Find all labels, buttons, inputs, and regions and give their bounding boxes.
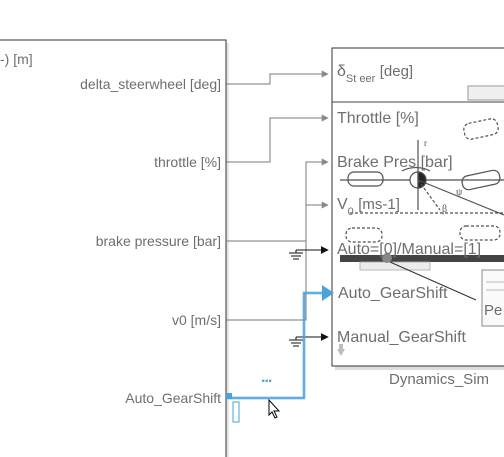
left-subsystem-block[interactable] — [0, 39, 229, 457]
steer-unit: [deg] — [379, 63, 414, 80]
port-label-v0: v0 [m/s] — [171, 312, 221, 328]
steer-subscript: St eer — [345, 73, 376, 85]
expand-arrow-icon[interactable] — [337, 349, 345, 356]
port-label-brake-pressure: brake pressure [bar] — [95, 233, 221, 249]
selected-signal-line[interactable] — [226, 285, 334, 400]
svg-text:ψ: ψ — [456, 187, 463, 198]
input-label-throttle: Throttle [%] — [337, 110, 419, 127]
right-subsystem-block[interactable]: r β ψ — [331, 47, 504, 370]
selection-ellipsis[interactable]: ... — [261, 369, 272, 386]
thumbnail-label: Pe — [484, 302, 503, 319]
input-label-auto-manual: Auto=[0]/Manual=[1] — [337, 241, 482, 258]
port-marker — [226, 393, 232, 399]
thumbnail-subsystem — [481, 269, 504, 327]
input-label-manual-gearshift: Manual_GearShift — [337, 329, 466, 346]
v0-unit: [ms-1] — [358, 196, 400, 213]
block-name-label[interactable]: Dynamics_Sim — [389, 371, 490, 388]
header-fragment: -) [m] — [0, 51, 33, 67]
input-label-steer: δSt eer [deg] — [337, 63, 414, 86]
mouse-cursor-icon — [268, 398, 281, 419]
svg-text:r: r — [424, 138, 427, 148]
port-label-auto-gearshift: Auto_GearShift — [125, 390, 221, 406]
port-label-delta-steerwheel: delta_steerwheel [deg] — [80, 76, 221, 92]
input-label-v0: V0 [ms-1] — [337, 196, 400, 219]
v0-subscript: 0 — [347, 206, 354, 218]
signal-lines[interactable] — [226, 70, 329, 321]
vehicle-diagram-icon: r β ψ — [340, 85, 504, 243]
steer-symbol: δ — [337, 63, 346, 80]
port-selection-handle[interactable] — [232, 401, 240, 423]
port-label-throttle: throttle [%] — [154, 154, 221, 170]
v0-symbol: V — [337, 196, 348, 213]
input-label-brake: Brake Pres [bar] — [337, 154, 453, 171]
input-label-auto-gearshift: Auto_GearShift — [338, 285, 448, 302]
svg-text:β: β — [442, 204, 447, 215]
ground-connections[interactable] — [289, 246, 329, 347]
